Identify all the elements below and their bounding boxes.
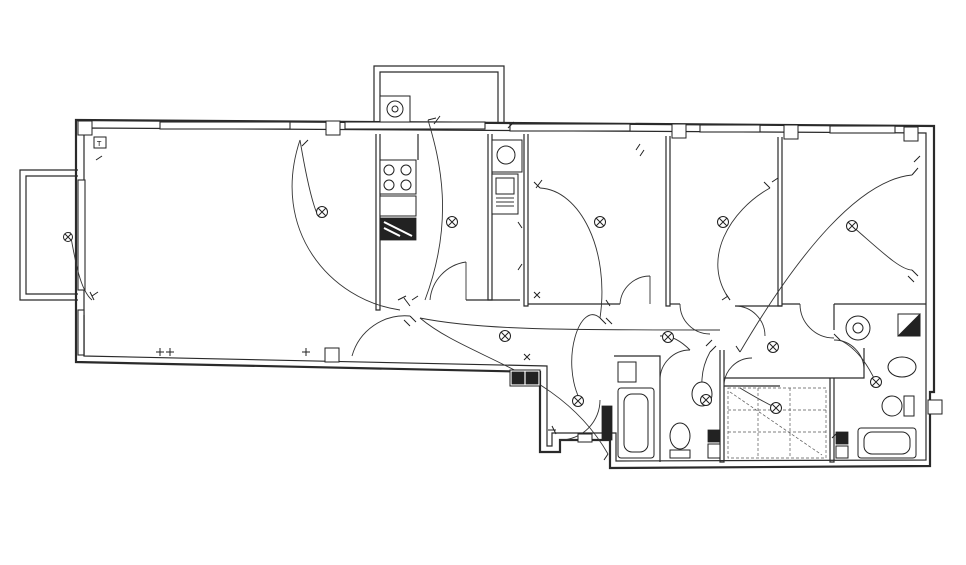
ceiling-lights: [63, 206, 882, 414]
light-bedroom-1: [594, 216, 606, 228]
left-balcony: [19, 169, 86, 356]
electrical-wiring: [69, 119, 913, 455]
light-hall-1: [499, 330, 511, 342]
light-kitchen: [446, 216, 458, 228]
light-bedroom-3: [846, 220, 858, 232]
door-swings: [351, 261, 865, 441]
light-bath-1: [700, 394, 712, 406]
top-balcony: [373, 65, 505, 124]
kitchen-appliances: [379, 139, 523, 241]
bathroom-fixtures: [617, 313, 921, 459]
light-hall-3: [767, 341, 779, 353]
switches-outlets: [89, 115, 921, 461]
light-balcony: [63, 232, 73, 242]
light-bedroom-2: [717, 216, 729, 228]
light-shower: [770, 402, 782, 414]
light-hall-2: [662, 331, 674, 343]
electrical-panels: T: [93, 136, 613, 443]
light-entry: [572, 395, 584, 407]
light-living-room: [316, 206, 328, 218]
light-bath-2: [870, 376, 882, 388]
marker-label: T: [96, 140, 102, 148]
